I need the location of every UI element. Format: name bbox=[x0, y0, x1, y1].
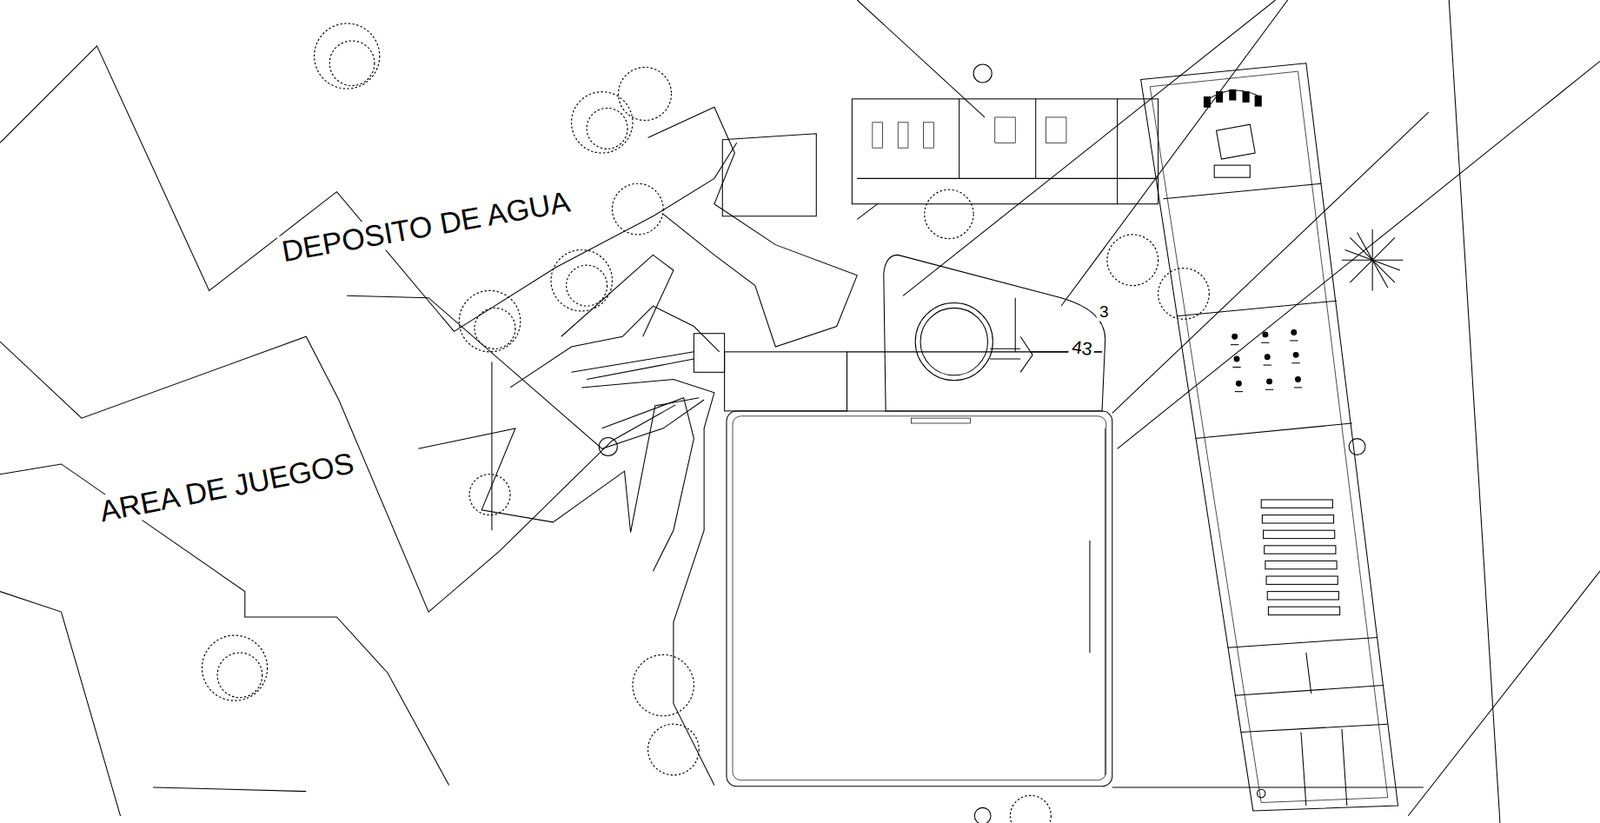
callout-number: 3 bbox=[1096, 303, 1112, 322]
site-line bbox=[1448, 0, 1501, 823]
classroom-building bbox=[1141, 63, 1399, 811]
callout-number: 43 bbox=[1067, 336, 1096, 360]
top-building bbox=[851, 99, 1158, 220]
contour-line bbox=[152, 787, 306, 792]
tree-symbols bbox=[201, 23, 1209, 823]
contour-line bbox=[346, 295, 704, 449]
contour-line bbox=[510, 305, 720, 388]
contour-line bbox=[0, 464, 450, 786]
site-line bbox=[1117, 60, 1600, 449]
main-hall bbox=[726, 411, 1113, 787]
site-line bbox=[1061, 0, 1288, 306]
contour-line bbox=[0, 591, 121, 817]
contour-line bbox=[561, 254, 674, 337]
tank-building bbox=[847, 254, 1106, 424]
walkway bbox=[693, 333, 724, 373]
site-line bbox=[1112, 112, 1429, 413]
contour-line bbox=[0, 336, 676, 612]
chair-grid bbox=[1230, 330, 1302, 392]
desk-grid bbox=[1261, 499, 1340, 616]
contour-line bbox=[581, 379, 715, 786]
site-line bbox=[902, 0, 1276, 296]
site-line bbox=[856, 0, 985, 118]
region-label: DEPOSITO DE AGUA bbox=[276, 184, 575, 268]
survey-markers bbox=[598, 64, 1366, 823]
water-tank bbox=[722, 133, 817, 217]
contour-line bbox=[491, 362, 492, 532]
palm-symbol bbox=[1341, 229, 1403, 291]
contour-line bbox=[602, 398, 695, 571]
site-line bbox=[1112, 786, 1424, 788]
region-label: AREA DE JUEGOS bbox=[94, 446, 359, 529]
contour-line bbox=[0, 46, 737, 332]
walkway bbox=[724, 351, 848, 412]
site-line bbox=[1407, 570, 1600, 817]
contour-line bbox=[418, 398, 699, 533]
contour-line bbox=[586, 358, 694, 379]
contour-line bbox=[648, 106, 858, 347]
